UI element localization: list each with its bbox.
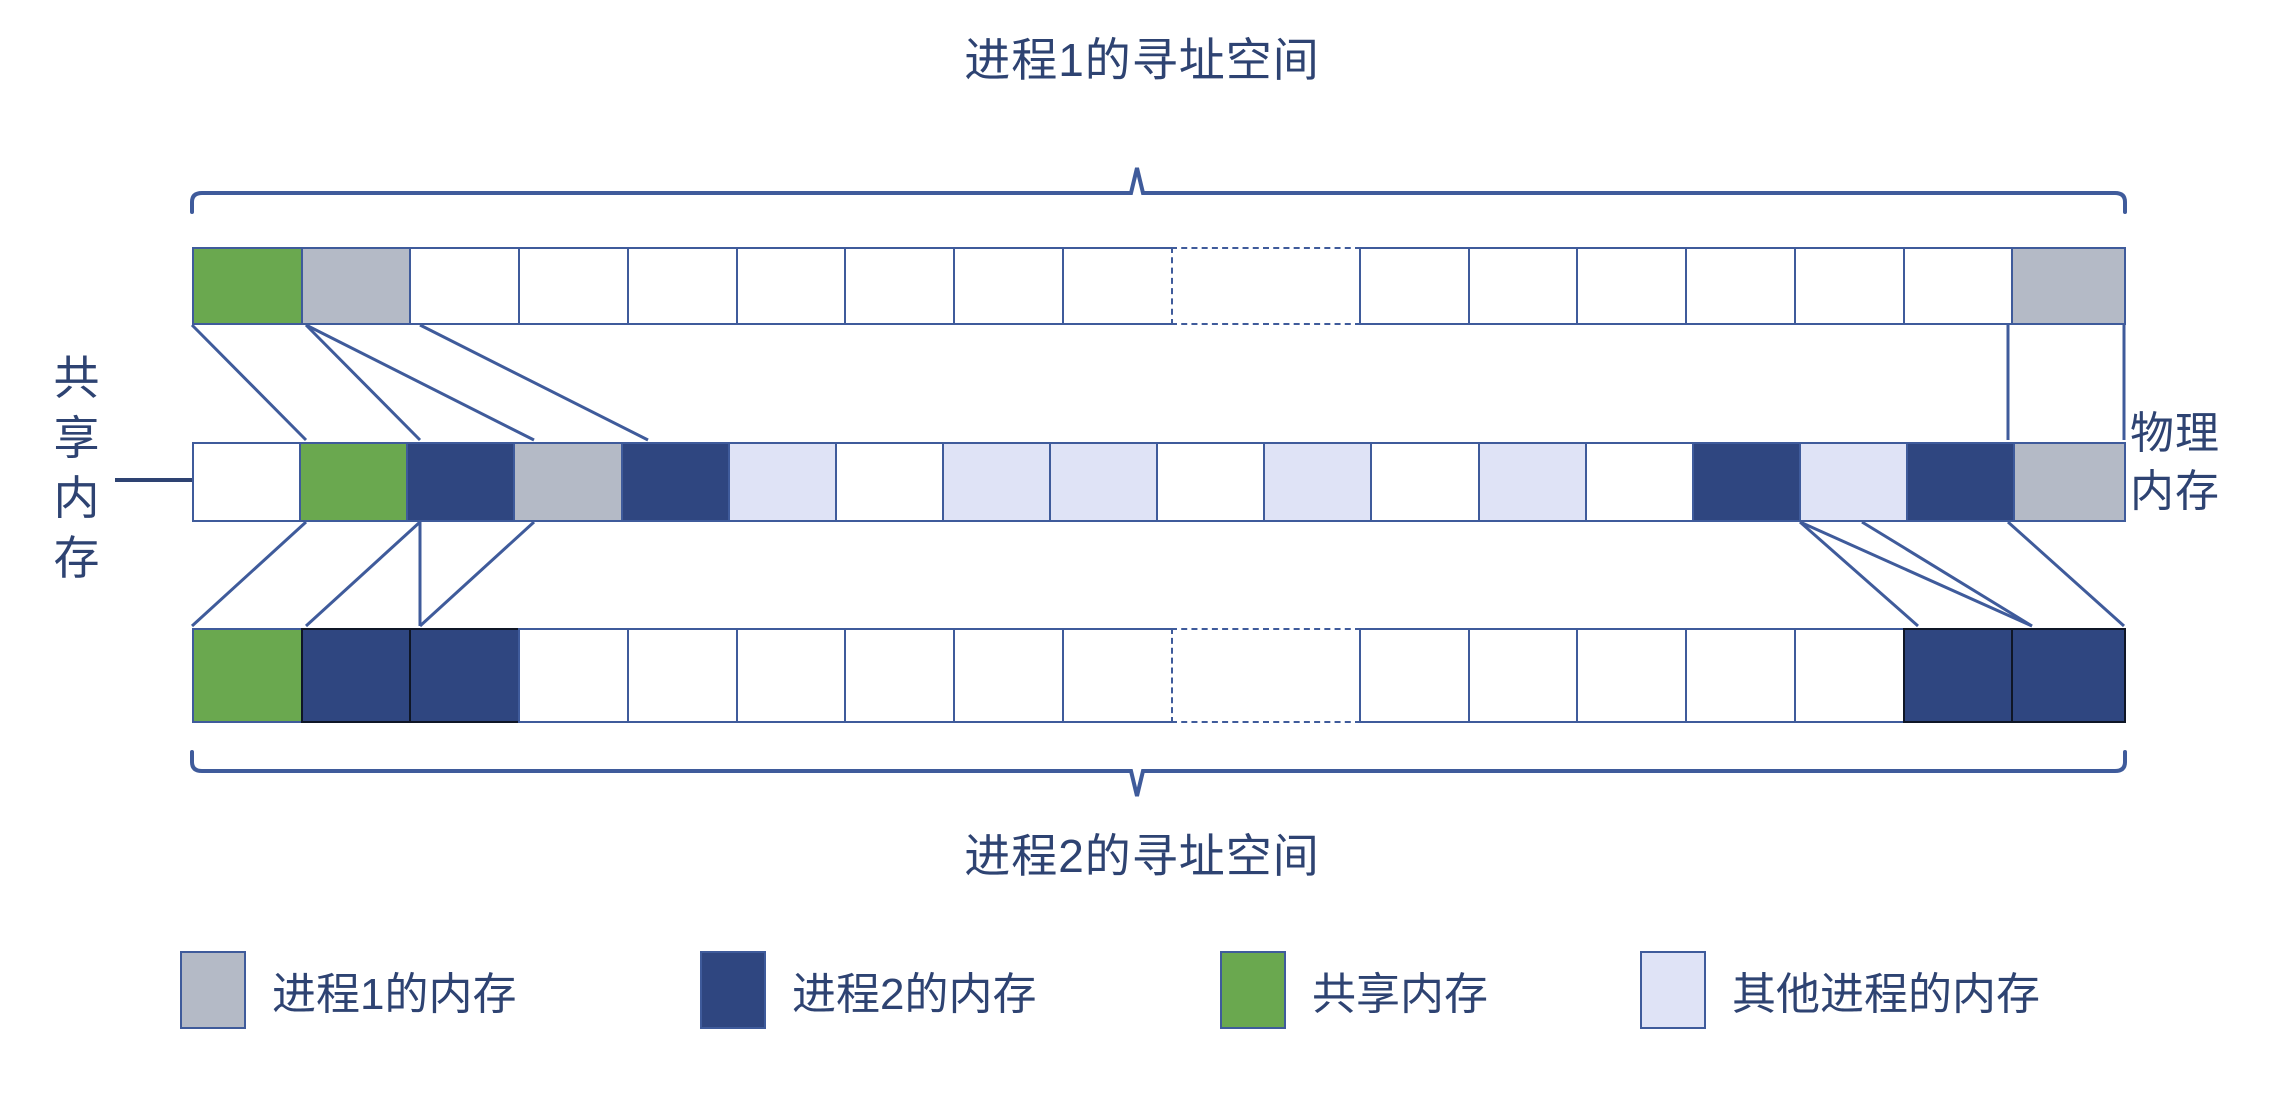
cell-phys-16[interactable] — [1906, 442, 2016, 522]
row-physical-memory — [192, 442, 2127, 522]
legend-item-process1-memory: 进程1的内存 — [180, 950, 516, 1030]
cell-p2-ellipsis-gap — [1170, 628, 1361, 723]
cell-p1-10[interactable] — [1467, 247, 1579, 325]
cell-p1-1[interactable] — [300, 247, 412, 325]
cell-p2-0[interactable] — [192, 628, 303, 723]
brace-bottom — [190, 750, 2127, 797]
cell-p2-8[interactable] — [1061, 628, 1173, 723]
cell-p1-2[interactable] — [409, 247, 521, 325]
title-process1-address-space: 进程1的寻址空间 — [964, 34, 1320, 86]
connector-b1 — [190, 520, 308, 628]
cell-phys-3[interactable] — [513, 442, 623, 522]
cell-phys-1-shared[interactable] — [299, 442, 409, 522]
connector-b5 — [1799, 520, 1919, 628]
cell-p1-6[interactable] — [844, 247, 956, 325]
legend-label-process1-memory: 进程1的内存 — [272, 970, 517, 1019]
connector-t3 — [305, 323, 535, 442]
connector-t4 — [419, 323, 649, 442]
cell-p2-11[interactable] — [1576, 628, 1688, 723]
title-process2-address-space: 进程2的寻址空间 — [964, 830, 1320, 882]
label-shared-memory-char-4: 存 — [53, 532, 101, 584]
legend-item-shared-memory: 共享内存 — [1220, 950, 1488, 1030]
cell-p2-9[interactable] — [1358, 628, 1470, 723]
cell-p1-7[interactable] — [953, 247, 1064, 325]
brace-top — [190, 167, 2127, 214]
cell-phys-5[interactable] — [727, 442, 837, 522]
cell-p1-13[interactable] — [1793, 247, 1905, 325]
cell-p1-14[interactable] — [1902, 247, 2014, 325]
cell-p2-3[interactable] — [518, 628, 629, 723]
cell-phys-14[interactable] — [1691, 442, 1801, 522]
cell-phys-9[interactable] — [1156, 442, 1266, 522]
cell-p2-12[interactable] — [1685, 628, 1796, 723]
cell-p2-2[interactable] — [409, 628, 521, 723]
cell-p1-15[interactable] — [2011, 247, 2126, 325]
legend-swatch-process2-memory — [700, 951, 766, 1029]
legend-swatch-shared-memory — [1220, 951, 1286, 1029]
connector-b8 — [2006, 520, 2126, 628]
row-process1-address-space — [192, 247, 2126, 325]
cell-phys-12[interactable] — [1477, 442, 1587, 522]
cell-p2-10[interactable] — [1467, 628, 1579, 723]
cell-p2-6[interactable] — [844, 628, 956, 723]
cell-p1-9[interactable] — [1358, 247, 1470, 325]
cell-phys-7[interactable] — [941, 442, 1051, 522]
legend-item-process2-memory: 进程2的内存 — [700, 950, 1036, 1030]
cell-p2-15[interactable] — [2011, 628, 2126, 723]
cell-p1-0[interactable] — [192, 247, 303, 325]
legend: 进程1的内存 进程2的内存 共享内存 其他进程的内存 — [180, 950, 2160, 1040]
cell-p2-7[interactable] — [953, 628, 1064, 723]
cell-p2-13[interactable] — [1793, 628, 1905, 723]
connector-b7 — [1861, 520, 2033, 628]
legend-item-other-process-memory: 其他进程的内存 — [1640, 950, 2040, 1030]
row-process2-address-space — [192, 628, 2126, 723]
cell-p1-12[interactable] — [1685, 247, 1796, 325]
cell-phys-8[interactable] — [1049, 442, 1159, 522]
cell-p2-5[interactable] — [735, 628, 847, 723]
cell-p1-4[interactable] — [626, 247, 738, 325]
cell-phys-13[interactable] — [1584, 442, 1694, 522]
connector-b4 — [418, 520, 536, 628]
connector-b6 — [1799, 520, 2033, 628]
label-shared-memory-char-1: 共 — [53, 352, 101, 404]
legend-label-shared-memory: 共享内存 — [1312, 970, 1488, 1019]
cell-p1-ellipsis-gap — [1170, 247, 1361, 325]
connector-t2 — [304, 323, 422, 442]
label-shared-memory: 共 享 内 存 — [22, 348, 132, 588]
cell-p1-8[interactable] — [1061, 247, 1173, 325]
cell-phys-10[interactable] — [1263, 442, 1373, 522]
cell-phys-17[interactable] — [2013, 442, 2127, 522]
cell-p2-1[interactable] — [300, 628, 412, 723]
cell-phys-11[interactable] — [1370, 442, 1480, 522]
cell-phys-15[interactable] — [1798, 442, 1908, 522]
cell-phys-2[interactable] — [406, 442, 516, 522]
label-physical-memory: 物理 内存 — [2130, 405, 2280, 521]
legend-swatch-process1-memory — [180, 951, 246, 1029]
cell-phys-0[interactable] — [192, 442, 302, 522]
legend-swatch-other-process-memory — [1640, 951, 1706, 1029]
connector-b2 — [304, 520, 422, 628]
cell-p1-11[interactable] — [1576, 247, 1688, 325]
label-shared-memory-char-3: 内 — [53, 472, 101, 524]
cell-p2-4[interactable] — [626, 628, 738, 723]
connector-t1 — [190, 323, 308, 442]
cell-p2-14[interactable] — [1902, 628, 2014, 723]
label-physical-memory-line-1: 物理 — [2130, 409, 2220, 458]
cell-p1-5[interactable] — [735, 247, 847, 325]
legend-label-process2-memory: 进程2的内存 — [792, 970, 1037, 1019]
cell-p1-3[interactable] — [518, 247, 629, 325]
cell-phys-6[interactable] — [834, 442, 944, 522]
label-shared-memory-char-2: 享 — [53, 412, 101, 464]
label-physical-memory-line-2: 内存 — [2130, 467, 2220, 516]
legend-label-other-process-memory: 其他进程的内存 — [1732, 970, 2040, 1019]
cell-phys-4[interactable] — [620, 442, 730, 522]
